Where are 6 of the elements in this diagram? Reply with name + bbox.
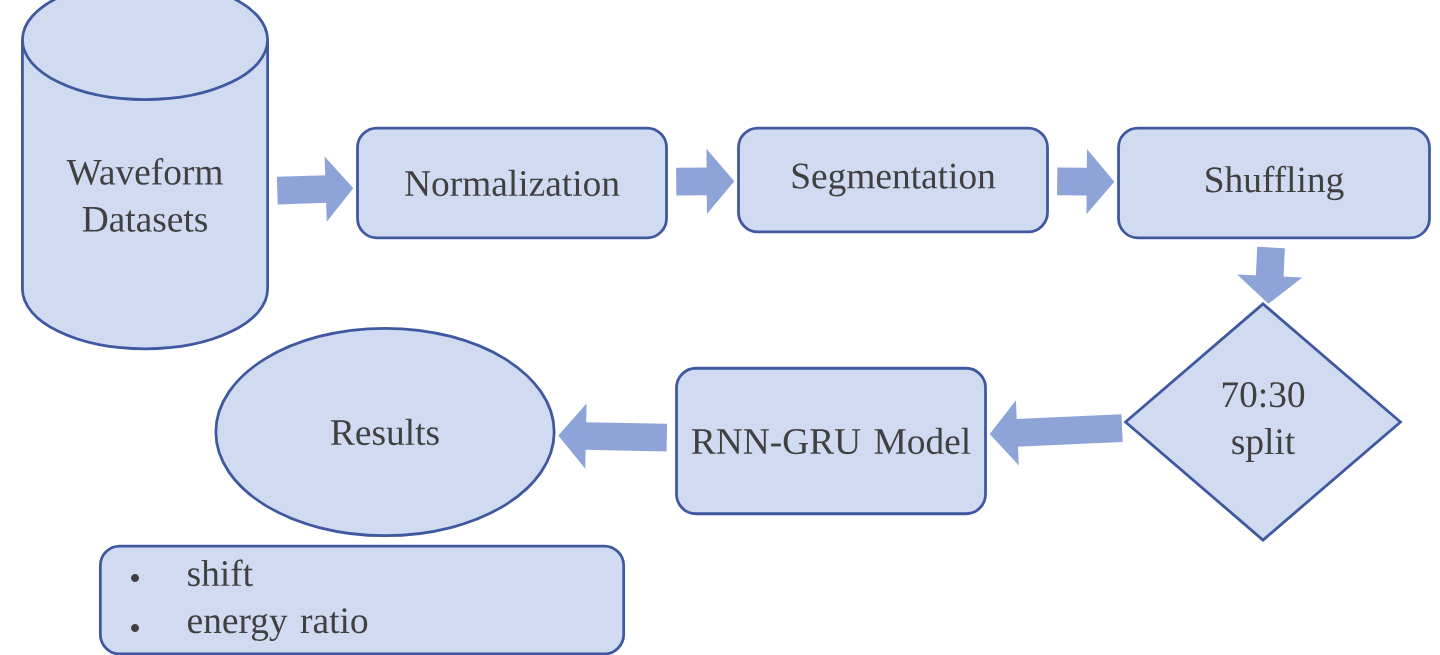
database-cylinder: Waveform Datasets <box>21 0 269 351</box>
bullet-list-box: shift energy ratio <box>98 544 626 655</box>
process-box: RNN-GRU Model <box>675 366 987 516</box>
process-box: Segmentation <box>737 126 1049 234</box>
process-box: Normalization <box>356 126 668 240</box>
process-box: Shuffling <box>1117 126 1431 240</box>
